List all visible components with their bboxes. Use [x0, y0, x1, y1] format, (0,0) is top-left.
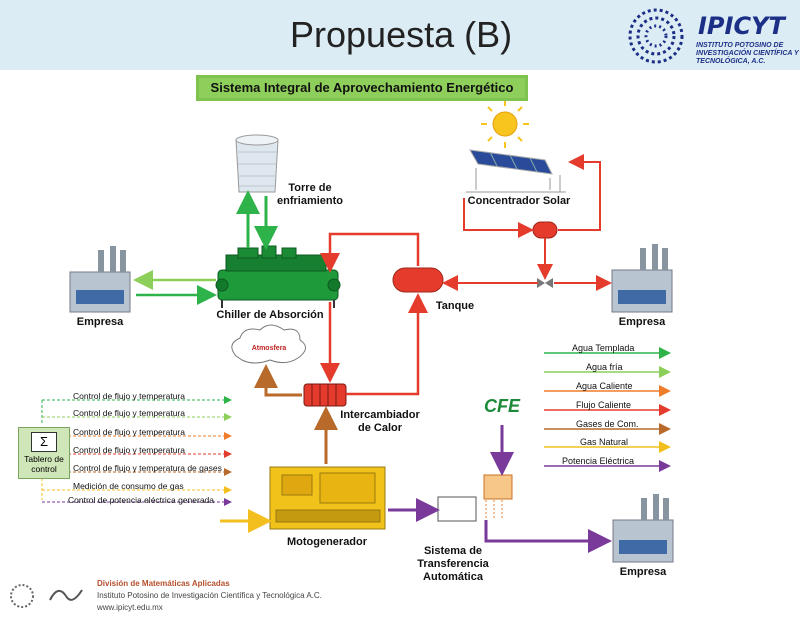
- control-line-label: Control de flujo y temperatura de gases: [73, 463, 222, 473]
- control-panel-label: Tablero de control: [24, 454, 64, 474]
- cooling-water-lines: [236, 190, 278, 250]
- banner-inner: [199, 78, 525, 98]
- heat-exchanger-icon: [303, 383, 347, 407]
- factory-left-icon: [69, 246, 131, 313]
- footer-institute: Instituto Potosino de Investigación Cien…: [97, 591, 322, 600]
- legend-item-label: Flujo Caliente: [576, 400, 632, 410]
- control-panel: Σ Tablero de control: [18, 427, 70, 479]
- footer-website: www.ipicyt.edu.mx: [97, 603, 163, 612]
- legend-item-label: Potencia Eléctrica: [562, 456, 635, 466]
- company-left-label: Empresa: [76, 316, 124, 328]
- company-right-label: Empresa: [618, 316, 666, 328]
- motogenerator-icon: [269, 466, 386, 530]
- atmosphere-label: Atmosfera: [251, 345, 287, 352]
- ipicyt-logo-icon: [628, 8, 684, 64]
- legend-item-label: Gases de Com.: [576, 419, 639, 429]
- sun-icon: [481, 100, 529, 148]
- control-line-label: Control de flujo y temperatura: [73, 408, 185, 418]
- legend-item-label: Gas Natural: [580, 437, 629, 447]
- transfer-system-label: Sistema de Transferencia Automática: [417, 545, 489, 583]
- footer-division: División de Matemáticas Aplicadas: [97, 579, 230, 588]
- control-line-label: Medición de consumo de gas: [73, 481, 184, 491]
- heat-exchanger-label: Intercambiador de Calor: [340, 409, 420, 434]
- logo-name: IPICYT: [698, 12, 785, 40]
- hot-flow-lines: [320, 154, 612, 396]
- transfer-switch-icon: [437, 474, 513, 522]
- power-lines: [388, 425, 612, 553]
- pump-icon: [532, 221, 558, 239]
- chiller-icon: [215, 245, 341, 308]
- banner-text: Sistema Integral de Aprovechamiento Ener…: [210, 80, 514, 95]
- solar-panel-icon: [466, 149, 566, 193]
- control-lines: [41, 396, 232, 506]
- control-line-label: Control de flujo y temperatura: [73, 391, 185, 401]
- control-line-label: Control de potencia eléctrica generada: [68, 495, 215, 505]
- atmosphere-cloud-icon: [231, 324, 306, 364]
- cooling-tower-label: Torre de enfriamiento: [276, 182, 343, 207]
- company-bottom-label: Empresa: [619, 566, 667, 578]
- legend-item-label: Agua Templada: [572, 343, 635, 353]
- control-line-label: Control de flujo y temperatura: [73, 445, 185, 455]
- valve-icon: [537, 278, 553, 288]
- footer-logo-icon: [10, 584, 83, 608]
- control-line-label: Control de flujo y temperatura: [73, 427, 185, 437]
- logo-subtitle: INSTITUTO POTOSINO DE INVESTIGACIÓN CIEN…: [696, 42, 799, 65]
- exhaust-gas-lines: [254, 364, 338, 464]
- empresa-left-lines: [133, 270, 217, 305]
- cfe-logo: CFE: [484, 396, 520, 416]
- legend-item-label: Agua Caliente: [576, 381, 633, 391]
- chiller-label: Chiller de Absorción: [216, 309, 324, 321]
- tank-label: Tanque: [435, 300, 475, 312]
- factory-bottom-icon: [612, 494, 674, 563]
- banner: Sistema Integral de Aprovechamiento Ener…: [196, 75, 528, 101]
- page-title: Propuesta (B): [290, 14, 513, 55]
- legend-item-label: Agua fría: [586, 362, 623, 372]
- motogenerator-label: Motogenerador: [286, 536, 368, 548]
- cooling-tower-icon: [235, 134, 279, 193]
- solar-concentrator-label: Concentrador Solar: [467, 195, 571, 207]
- factory-right-icon: [611, 244, 673, 313]
- sigma-icon: Σ: [31, 432, 57, 452]
- tank-icon: [392, 267, 444, 293]
- legend-lines: [544, 347, 671, 472]
